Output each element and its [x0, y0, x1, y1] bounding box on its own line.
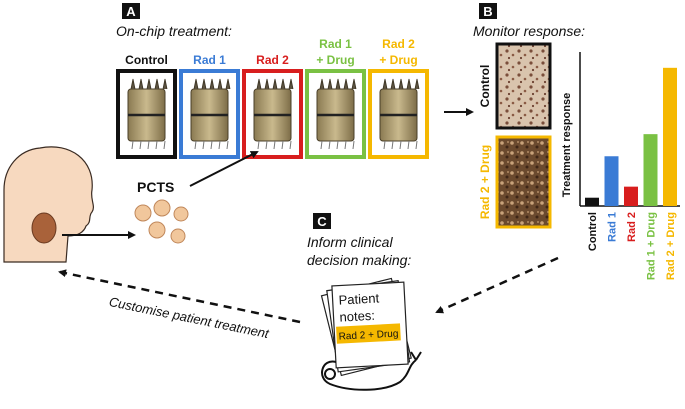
panel-b-label: B: [483, 4, 492, 19]
x-tick-label-3: Rad 1 + Drug: [646, 212, 658, 280]
condition-label: Rad 2: [382, 37, 415, 51]
tissue-slice: [173, 206, 189, 222]
panel-a-badge: [122, 3, 140, 19]
chip-device-icon: [379, 78, 420, 150]
bar-4: [663, 67, 677, 207]
tissue-slice: [153, 199, 171, 217]
feedback-label: Customise patient treatment: [108, 294, 272, 341]
control-image-label: Control: [478, 65, 492, 108]
panel-b-badge: [479, 3, 497, 19]
condition-1: Rad 1: [179, 53, 240, 159]
tissue-slice: [148, 221, 166, 239]
treatment-conditions: Control Rad 1 Rad 2 Rad 1 + Drug Rad 2 + Drug: [116, 37, 429, 159]
tissue-slice: [170, 228, 186, 244]
dashed-arrow-to-notes: [435, 256, 559, 314]
panel-b-title: Monitor response:: [473, 23, 585, 39]
condition-label: Rad 2: [256, 53, 289, 67]
patient-illustration: [3, 146, 95, 263]
condition-label-line2: + Drug: [379, 53, 417, 67]
patient-notes: Patient notes: Rad 2 + Drug: [320, 277, 412, 377]
treatment-response-chart: Treatment response Control Rad 1 Rad 2 Rad …: [561, 52, 680, 280]
condition-3: Rad 1 + Drug: [305, 37, 366, 159]
condition-2: Rad 2: [242, 53, 303, 159]
x-tick-label-4: Rad 2 + Drug: [665, 212, 677, 280]
bar-3: [643, 134, 658, 206]
chip-device-icon: [190, 78, 231, 150]
x-tick-label-2: Rad 2: [626, 212, 638, 242]
treated-image-label: Rad 2 + Drug: [478, 145, 492, 219]
chip-device-icon: [127, 78, 168, 150]
x-tick-label-1: Rad 1: [607, 212, 619, 242]
condition-4: Rad 2 + Drug: [368, 37, 429, 159]
pcts-slices: [134, 199, 189, 244]
panel-a-title: On-chip treatment:: [116, 23, 232, 39]
condition-label-line2: + Drug: [316, 53, 354, 67]
panel-c-title-line2: decision making:: [307, 252, 411, 268]
bar-2: [624, 186, 638, 206]
pcts-label: PCTS: [137, 179, 174, 195]
notes-line2: notes:: [339, 308, 375, 325]
stethoscope-icon: [321, 351, 422, 391]
condition-label: Rad 1: [319, 37, 352, 51]
bar-1: [604, 156, 619, 206]
panel-c-label: C: [317, 214, 327, 229]
tissue-slice: [134, 204, 152, 222]
bar-0: [585, 197, 599, 206]
x-tick-label-0: Control: [587, 212, 599, 251]
notes-highlight-box: [336, 323, 401, 344]
treated-tissue-image: [495, 135, 552, 229]
condition-0: Control: [116, 53, 177, 159]
notes-highlight: Rad 2 + Drug: [338, 329, 398, 343]
chip-device-icon: [253, 78, 294, 150]
patient-head: [3, 146, 95, 263]
condition-label: Control: [125, 53, 168, 67]
chart-y-label: Treatment response: [561, 93, 573, 198]
condition-label: Rad 1: [193, 53, 226, 67]
neck-tumour: [31, 212, 57, 244]
notes-line1: Patient: [338, 290, 380, 307]
control-tissue-image: [495, 42, 552, 130]
arrow-to-chips: [189, 151, 259, 187]
panel-c-badge: [313, 213, 331, 229]
chip-device-icon: [316, 78, 357, 150]
panel-a-label: A: [126, 4, 136, 19]
panel-c-title-line1: Inform clinical: [307, 234, 393, 250]
